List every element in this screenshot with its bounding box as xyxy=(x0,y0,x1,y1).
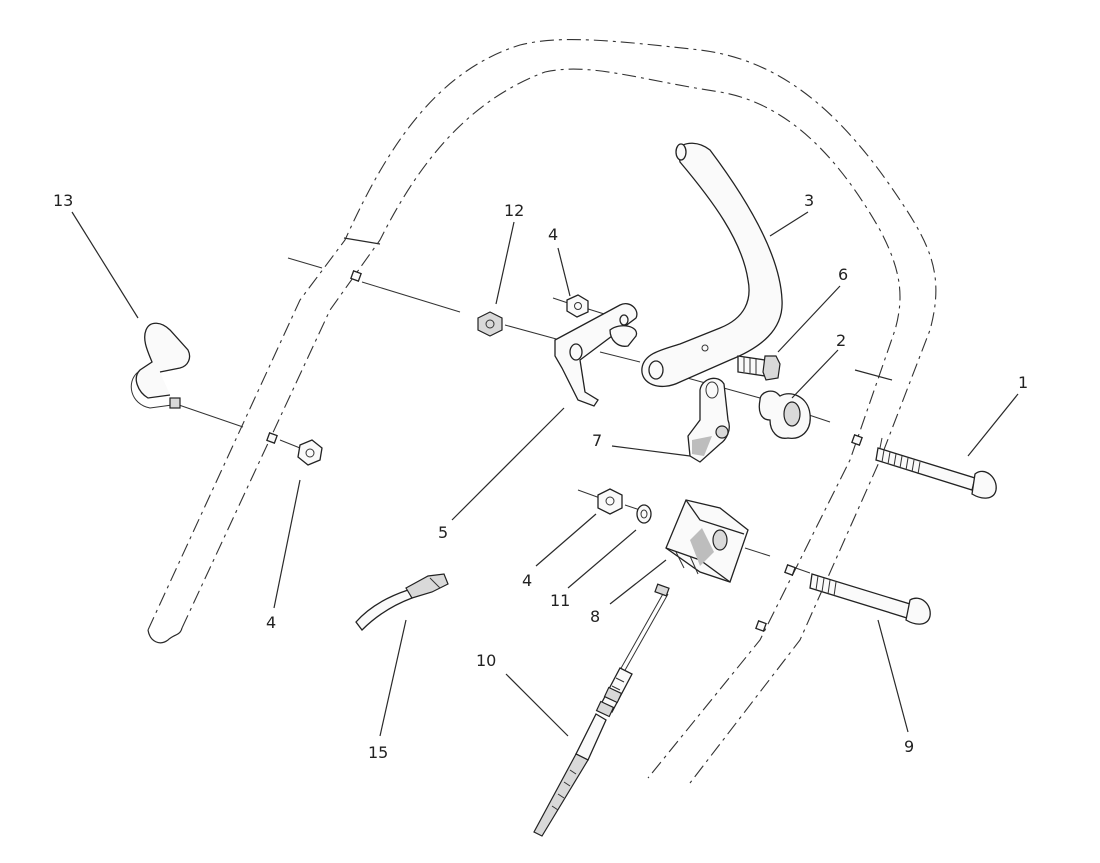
leader-4-left xyxy=(273,479,301,609)
callout-13: 13 xyxy=(53,191,73,210)
leader-6 xyxy=(777,285,841,353)
callout-12: 12 xyxy=(504,201,524,220)
leader-15 xyxy=(379,619,407,737)
upper-handle-tube xyxy=(147,39,937,784)
carriage-bolt-part-9 xyxy=(809,573,931,625)
leader-13 xyxy=(71,211,139,319)
leader-12 xyxy=(495,221,515,305)
hex-nut-part-4-left xyxy=(297,439,323,466)
leader-10 xyxy=(505,673,569,737)
callout-5: 5 xyxy=(438,523,448,542)
cable-terminal-part-15 xyxy=(355,573,449,631)
hex-bolt-part-6 xyxy=(737,355,781,381)
hex-nut-part-4-lower xyxy=(597,488,623,515)
callout-labels: 13 12 4 3 6 2 1 7 5 4 4 11 8 9 10 15 xyxy=(53,191,1028,762)
callout-1: 1 xyxy=(1018,373,1028,392)
leader-8 xyxy=(609,559,667,605)
callout-3: 3 xyxy=(804,191,814,210)
wire-clip-part-13 xyxy=(130,322,191,409)
control-lever-part-3 xyxy=(641,142,783,387)
leader-2 xyxy=(791,349,839,399)
washer-part-11 xyxy=(636,504,652,524)
leader-7 xyxy=(611,445,691,457)
leader-4-lower xyxy=(535,513,597,567)
leader-11 xyxy=(567,529,637,589)
leader-1 xyxy=(967,393,1019,457)
bracket-part-5 xyxy=(554,303,638,407)
leader-lines xyxy=(71,211,1019,737)
callout-4-upper: 4 xyxy=(548,225,558,244)
callout-6: 6 xyxy=(838,265,848,284)
carriage-bolt-part-1 xyxy=(875,447,997,499)
leader-9 xyxy=(877,619,909,733)
callout-4-lower: 4 xyxy=(522,571,532,590)
callout-15: 15 xyxy=(368,743,388,762)
callout-9: 9 xyxy=(904,737,914,756)
leader-5 xyxy=(451,407,565,521)
cable-block-part-8 xyxy=(665,499,749,583)
callout-7: 7 xyxy=(592,431,602,450)
leader-4-upper xyxy=(557,247,571,297)
leader-3 xyxy=(769,211,809,237)
callout-8: 8 xyxy=(590,607,600,626)
callout-10: 10 xyxy=(476,651,496,670)
cam-part-7 xyxy=(687,377,730,463)
callout-2: 2 xyxy=(836,331,846,350)
knob-part-2 xyxy=(758,390,811,439)
control-cable-part-10 xyxy=(533,583,670,837)
callout-4-left: 4 xyxy=(266,613,276,632)
hex-nut-part-4-upper xyxy=(566,294,589,318)
callout-11: 11 xyxy=(550,591,570,610)
lock-nut-part-12 xyxy=(477,311,503,337)
